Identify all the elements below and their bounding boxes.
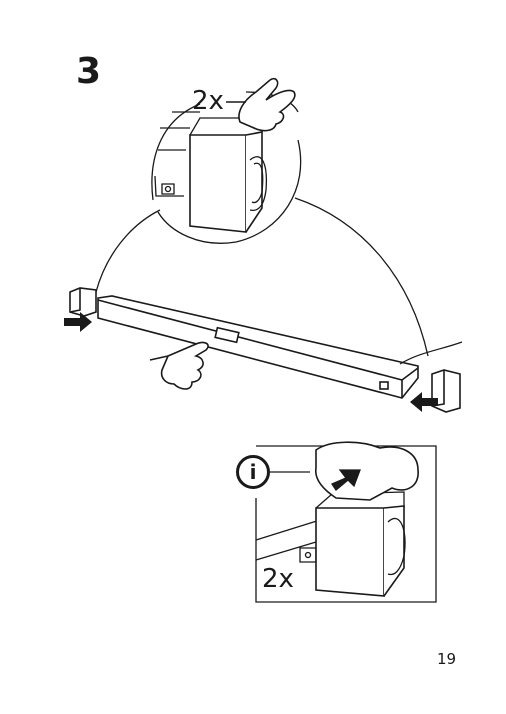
left-bracket <box>69 287 97 317</box>
page-number: 19 <box>437 650 457 668</box>
step-number: 3 <box>76 51 102 92</box>
hand-press-icon-top <box>226 77 296 132</box>
info-icon: i <box>236 455 270 489</box>
push-arrow-left <box>64 312 92 332</box>
quantity-label-top: 2x <box>192 86 224 116</box>
main-rail <box>97 295 419 399</box>
push-arrow-right <box>410 392 438 412</box>
hand-point-icon <box>149 341 209 390</box>
right-bracket <box>399 341 463 413</box>
info-detail-frame <box>255 441 437 603</box>
quantity-label-bottom: 2x <box>262 564 294 594</box>
callout-lines <box>95 197 429 357</box>
